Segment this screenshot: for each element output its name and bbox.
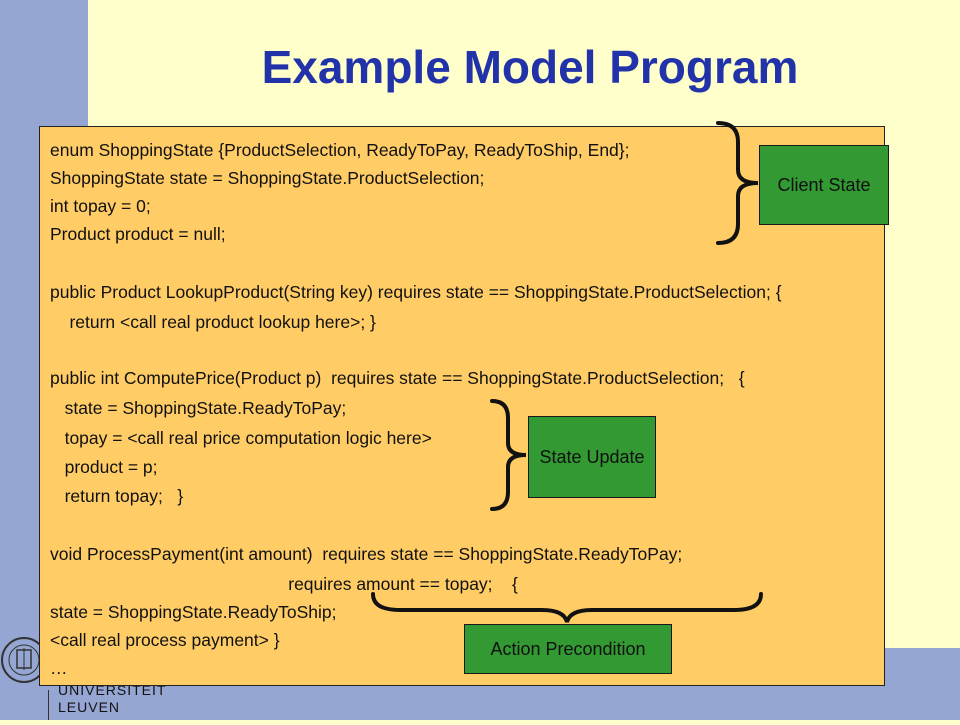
logo-divider	[48, 690, 49, 720]
code-line: public Product LookupProduct(String key)…	[50, 282, 782, 302]
code-line: state = ShoppingState.ReadyToPay;	[50, 398, 347, 418]
client-state-label: Client State	[759, 145, 889, 225]
code-line: state = ShoppingState.ReadyToShip;	[50, 602, 337, 622]
state-update-label: State Update	[528, 416, 656, 498]
code-line: requires amount == topay; {	[50, 574, 518, 594]
code-line: product = p;	[50, 457, 158, 477]
code-line: Product product = null;	[50, 224, 226, 244]
code-line: return topay; }	[50, 486, 184, 506]
code-line: topay = <call real price computation log…	[50, 428, 432, 448]
code-line: …	[50, 658, 68, 678]
action-precondition-brace	[371, 592, 763, 623]
action-precondition-label: Action Precondition	[464, 624, 672, 674]
code-line: void ProcessPayment(int amount) requires…	[50, 544, 683, 564]
code-line: public int ComputePrice(Product p) requi…	[50, 368, 745, 388]
slide-title: Example Model Program	[261, 41, 799, 93]
logo-text-line2: LEUVEN	[58, 699, 121, 715]
code-line: enum ShoppingState {ProductSelection, Re…	[50, 140, 630, 160]
code-box: enum ShoppingState {ProductSelection, Re…	[39, 126, 885, 686]
client-state-brace	[716, 121, 759, 245]
code-line: <call real process payment> }	[50, 630, 280, 650]
code-line: return <call real product lookup here>; …	[50, 312, 376, 332]
logo-text-line1: UNIVERSITEIT	[58, 682, 167, 698]
code-line: ShoppingState state = ShoppingState.Prod…	[50, 168, 485, 188]
code-line: int topay = 0;	[50, 196, 151, 216]
state-update-brace	[490, 399, 527, 511]
